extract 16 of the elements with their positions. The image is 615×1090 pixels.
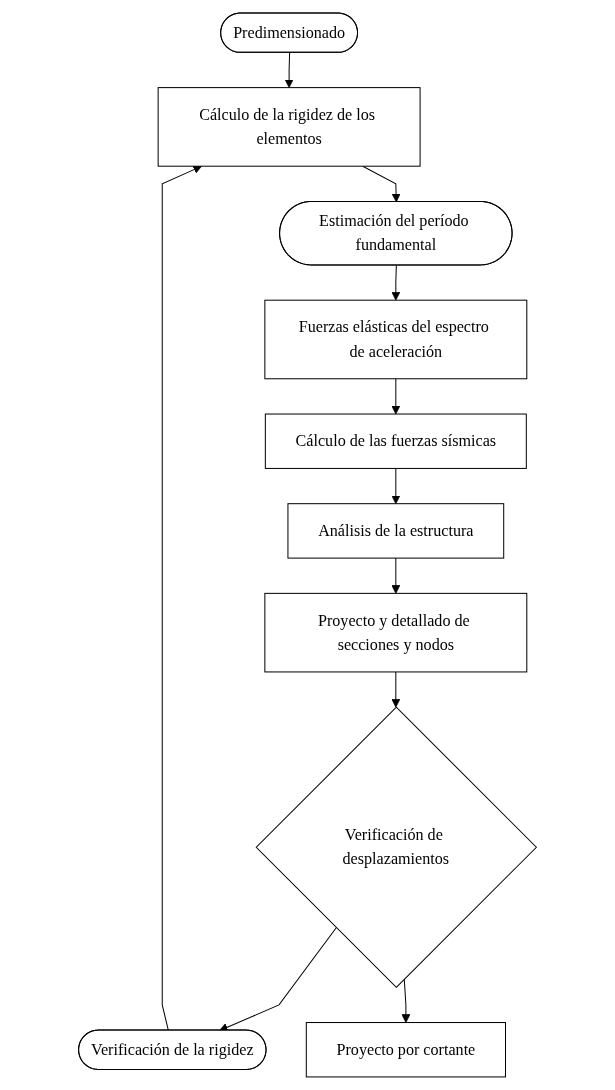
- arrow: [219, 927, 337, 1032]
- arrow: [391, 467, 401, 505]
- node-box: Análisis de la estructura: [287, 503, 505, 559]
- arrow: [161, 165, 202, 1032]
- node-box: Proyecto y detallado de secciones y nodos: [264, 592, 528, 673]
- arrow: [391, 264, 401, 301]
- node-box: Cálculo de la rigidez de los elementos: [157, 87, 421, 167]
- arrow: [362, 165, 401, 203]
- arrow: [391, 671, 401, 708]
- node-diamond: Verificación de desplazamientos: [255, 706, 538, 988]
- arrow: [391, 557, 401, 594]
- arrow: [284, 52, 294, 88]
- node-box: Proyecto por cortante: [305, 1022, 506, 1078]
- node-box: Cálculo de las fuerzas sísmicas: [264, 413, 527, 469]
- arrow: [391, 378, 401, 415]
- node-box: Fuerzas elásticas del espectro de aceleración: [264, 299, 528, 380]
